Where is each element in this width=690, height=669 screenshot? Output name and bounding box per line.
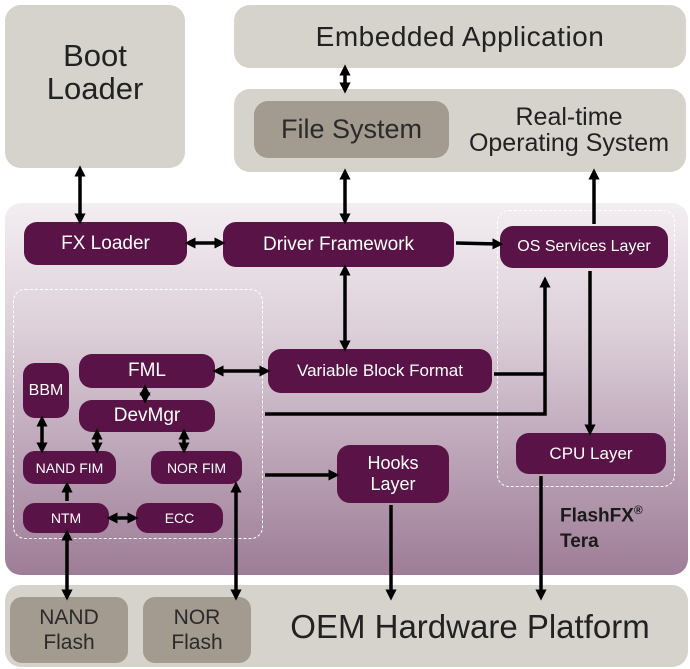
rtos-label-wrap: Real-time Operating System xyxy=(456,99,682,161)
fml-label: FML xyxy=(128,360,166,381)
devmgr-label: DevMgr xyxy=(113,405,181,426)
ecc-label: ECC xyxy=(164,510,195,526)
os-interface-group xyxy=(497,210,675,487)
hooks-layer-box: Hooks Layer xyxy=(337,445,449,503)
nor-fim-label: NOR FIM xyxy=(166,459,227,476)
flashfx-tera-brand: FlashFX® Tera xyxy=(560,502,680,555)
oem-platform-label-wrap: OEM Hardware Platform xyxy=(260,597,680,657)
flash-media-group xyxy=(13,289,263,539)
flashfx-name-row: FlashFX® xyxy=(560,502,680,529)
variable-block-format-label: Variable Block Format xyxy=(297,361,463,380)
nand-flash-block: NAND Flash xyxy=(10,597,128,663)
bbm-label: BBM xyxy=(28,381,64,399)
arrow-devmgr-osservices xyxy=(265,276,551,416)
embedded-application-label: Embedded Application xyxy=(315,20,605,52)
rtos-block: File System Real-time Operating System xyxy=(234,89,686,172)
fx-loader-box: FX Loader xyxy=(24,222,187,265)
nand-fim-label: NAND FIM xyxy=(35,459,104,476)
bbm-box: BBM xyxy=(23,363,69,418)
boot-loader-block: Boot Loader xyxy=(5,5,185,168)
variable-block-format-box: Variable Block Format xyxy=(268,349,492,393)
devmgr-box: DevMgr xyxy=(79,400,215,432)
os-services-layer-label: OS Services Layer xyxy=(517,238,651,255)
nor-flash-block: NOR Flash xyxy=(143,597,251,663)
oem-hardware-platform-block: NAND Flash NOR Flash OEM Hardware Platfo… xyxy=(5,585,688,667)
driver-framework-box: Driver Framework xyxy=(223,222,454,267)
file-system-label: File System xyxy=(280,114,423,145)
cpu-layer-box: CPU Layer xyxy=(516,433,666,474)
nor-fim-box: NOR FIM xyxy=(151,451,242,484)
rtos-label: Real-time Operating System xyxy=(468,102,670,157)
flashfx-name: FlashFX xyxy=(560,505,634,527)
nor-flash-label: NOR Flash xyxy=(171,605,223,654)
os-services-layer-box: OS Services Layer xyxy=(500,226,668,268)
flashfx-tera: Tera xyxy=(560,530,599,552)
oem-platform-label: OEM Hardware Platform xyxy=(290,607,650,645)
nand-flash-label: NAND Flash xyxy=(39,605,99,654)
hooks-layer-label: Hooks Layer xyxy=(367,453,419,494)
fx-loader-label: FX Loader xyxy=(61,232,150,254)
ecc-box: ECC xyxy=(136,503,223,533)
arrow-driverframework-osservices xyxy=(455,238,504,250)
driver-framework-label: Driver Framework xyxy=(263,233,414,255)
boot-loader-label: Boot Loader xyxy=(46,37,144,106)
flashfx-registered: ® xyxy=(633,503,643,517)
nand-fim-box: NAND FIM xyxy=(23,451,116,484)
fml-box: FML xyxy=(79,354,215,388)
cpu-layer-label: CPU Layer xyxy=(549,443,633,463)
ntm-box: NTM xyxy=(23,503,109,533)
ntm-label: NTM xyxy=(50,510,82,526)
file-system-block: File System xyxy=(254,101,449,158)
embedded-application-block: Embedded Application xyxy=(234,5,686,68)
